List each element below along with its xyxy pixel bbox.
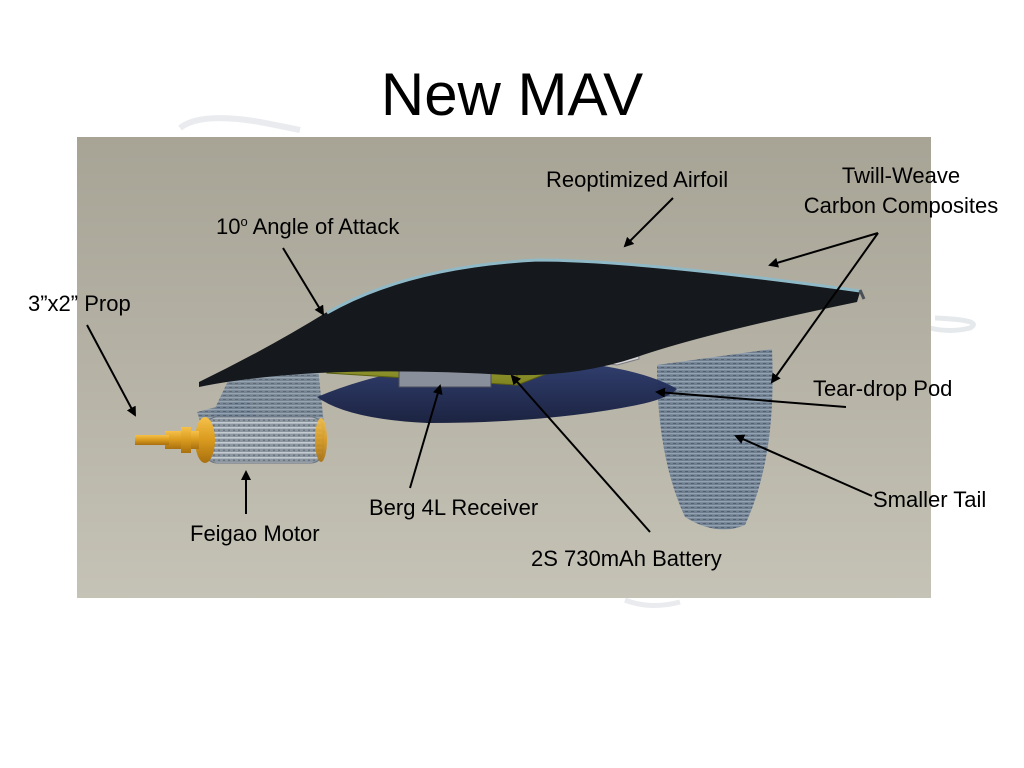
arrow-angle (282, 247, 325, 316)
arrow-airfoil (623, 197, 674, 248)
arrow-pod (655, 387, 847, 408)
label-angle-of-attack: 10o Angle of Attack (216, 214, 399, 240)
arrow-tail (734, 434, 873, 497)
arrow-battery (510, 374, 651, 533)
label-battery: 2S 730mAh Battery (531, 546, 722, 571)
label-receiver: Berg 4L Receiver (369, 495, 539, 520)
arrow-prop (86, 324, 136, 417)
label-twill-line2: Carbon Composites (803, 193, 999, 218)
arrow-twill-wing (768, 232, 879, 268)
wing (199, 259, 860, 387)
slide-title: New MAV (380, 61, 644, 128)
label-prop: 3”x2” Prop (28, 291, 131, 316)
label-airfoil: Reoptimized Airfoil (546, 167, 729, 192)
angle-degree: o (240, 214, 248, 229)
label-twill-line1: Twill-Weave (841, 163, 961, 188)
angle-value: 10 (216, 214, 241, 239)
label-tear-drop-pod: Tear-drop Pod (813, 376, 953, 401)
label-twill-weave: Twill-Weave Carbon Composites (786, 163, 1016, 219)
arrow-twill-tail (770, 232, 879, 384)
angle-text: Angle of Attack (247, 214, 400, 239)
label-motor: Feigao Motor (190, 521, 320, 546)
arrow-receiver (409, 384, 443, 489)
label-smaller-tail: Smaller Tail (873, 487, 987, 512)
